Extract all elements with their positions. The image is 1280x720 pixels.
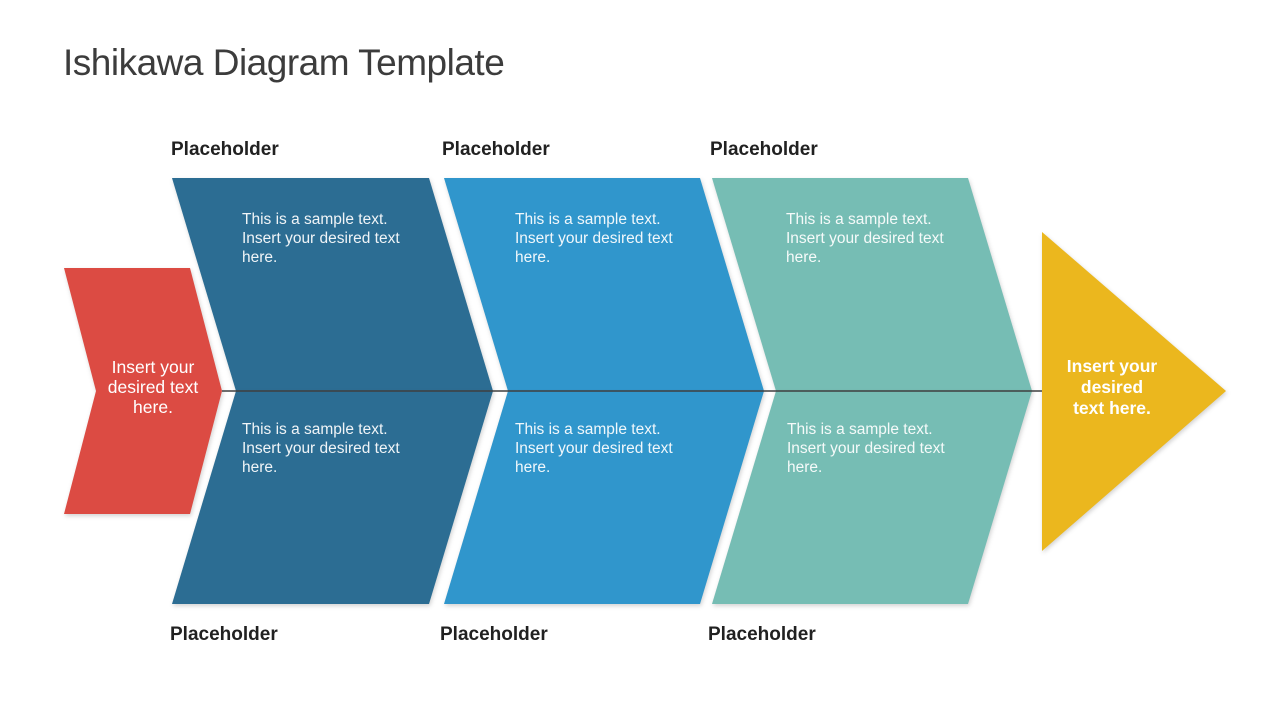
branch-shape-top-2 [444,178,764,391]
branch-body-bottom-3: This is a sample text. Insert your desir… [787,421,945,476]
branch-label-top-1: Placeholder [171,139,279,160]
branch-body-top-3: This is a sample text. Insert your desir… [786,211,944,266]
head-arrow-shape [1042,232,1226,551]
branch-body-top-1: This is a sample text. Insert your desir… [242,211,400,266]
branch-body-bottom-1: This is a sample text. Insert your desir… [242,421,400,476]
branch-shape-bottom-2 [444,391,764,604]
branch-shape-bottom-3 [712,391,1032,604]
branch-label-top-3: Placeholder [710,139,818,160]
branch-body-top-2: This is a sample text. Insert your desir… [515,211,673,266]
slide-title: Ishikawa Diagram Template [63,42,505,83]
branch-body-bottom-2: This is a sample text. Insert your desir… [515,421,673,476]
branch-label-bottom-1: Placeholder [170,624,278,645]
branch-label-top-2: Placeholder [442,139,550,160]
head-text: Insert your desired text here. [1066,356,1158,418]
tail-chevron-shape [64,268,222,514]
branch-label-bottom-2: Placeholder [440,624,548,645]
branch-shape-top-3 [712,178,1032,391]
branch-label-bottom-3: Placeholder [708,624,816,645]
branch-shape-bottom-1 [172,391,493,604]
branch-shape-top-1 [172,178,493,391]
tail-text: Insert your desired text here. [107,357,199,417]
